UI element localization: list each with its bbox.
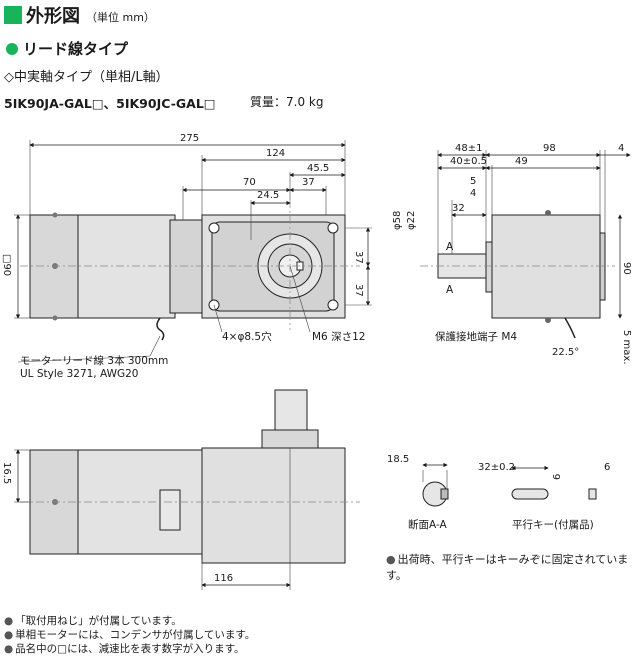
ground-terminal-icon: [545, 317, 551, 323]
side-shaft: [437, 253, 487, 279]
section-aa: 18.5 断面A-A: [387, 454, 449, 531]
section-a-bottom: A: [446, 284, 454, 296]
model-name: 5IK90JA-GAL□、5IK90JC-GAL□: [4, 96, 216, 111]
page-title: 外形図: [26, 6, 80, 27]
green-square-icon: [4, 6, 22, 24]
lead-wire-label-2: UL Style 3271, AWG20: [20, 368, 138, 380]
section-a-top: A: [446, 241, 454, 253]
dim-key-height: 6: [552, 474, 563, 480]
side-boss: [485, 241, 493, 293]
dim-key-length: 32±0.2: [478, 462, 515, 473]
dim-phi22: φ22: [406, 211, 417, 230]
lead-wire: [156, 317, 165, 341]
dim-37-b: 37: [353, 284, 364, 297]
note-item: 品名中の□には、減速比を表す数字が入ります。: [4, 642, 255, 656]
key-top-view: [511, 488, 549, 500]
dim-116: 116: [214, 573, 233, 584]
parallel-key: 32±0.2 6 6 平行キー(付属品): [478, 462, 610, 531]
m6-label: M6 深さ12: [312, 331, 365, 343]
dim-16-5: 16.5: [1, 462, 12, 484]
bottom-boss: [261, 429, 319, 449]
mount-hole-1: [208, 222, 220, 234]
dim-18-5: 18.5: [387, 454, 409, 465]
dim-angle: 22.5°: [552, 347, 579, 358]
dim-49: 49: [515, 156, 528, 167]
note-item: 「取付用ねじ」が付属しています。: [4, 614, 255, 628]
dim-37-top: 37: [302, 177, 315, 188]
motor-flange: [169, 219, 203, 314]
green-dot-icon: [6, 42, 18, 55]
dim-45-5: 45.5: [307, 163, 329, 174]
side-view: 48±1 40±0.5 98 4 49 5 4 32 90 φ58 φ22 A …: [392, 143, 632, 365]
key-label: 平行キー(付属品): [512, 518, 594, 531]
dim-124: 124: [266, 148, 285, 159]
subtitle: リード線タイプ: [6, 38, 128, 59]
dim-90: 90: [621, 262, 632, 275]
shaft-type: ◇中実軸タイプ（単相/L軸）: [4, 70, 169, 85]
dim-24-5: 24.5: [257, 190, 279, 201]
section-header: 外形図 （単位 mm）: [4, 4, 155, 27]
dim-4: 4: [470, 188, 476, 199]
dim-sq90: □90: [1, 254, 12, 276]
dim-key-width: 6: [604, 462, 610, 473]
dim-32: 32: [452, 203, 465, 214]
key-end-view: [588, 488, 597, 500]
key-section: [440, 488, 449, 500]
unit-label: （単位 mm）: [86, 11, 155, 24]
dim-37-a: 37: [353, 251, 364, 264]
subtitle-text: リード線タイプ: [23, 40, 129, 58]
section-label: 断面A-A: [408, 518, 448, 531]
holes-label: 4×φ8.5穴: [222, 330, 272, 343]
bottom-lead-box: [159, 489, 181, 531]
key-fixed-note: 出荷時、平行キーはキーみぞに固定されています。: [386, 551, 640, 583]
note-item: 単相モーターには、コンデンサが付属しています。: [4, 628, 255, 642]
dim-4-top: 4: [618, 143, 624, 154]
footnotes: 「取付用ねじ」が付属しています。 単相モーターには、コンデンサが付属しています。…: [4, 614, 255, 656]
dim-275: 275: [180, 133, 199, 144]
dim-98: 98: [543, 143, 556, 154]
bottom-view: 116 16.5: [1, 389, 360, 590]
mount-hole-4: [327, 299, 339, 311]
dim-40: 40±0.5: [450, 156, 487, 167]
dim-70: 70: [243, 177, 256, 188]
bottom-gearhead: [201, 447, 346, 564]
motor-body: [77, 214, 176, 319]
top-view: 275 124 45.5 70 37 24.5 37 37 □90 4×φ8.5…: [1, 133, 372, 380]
mount-hole-2: [327, 222, 339, 234]
dim-48: 48±1: [455, 143, 482, 154]
dim-5: 5: [470, 176, 476, 187]
dim-5max: 5 max.: [621, 330, 632, 365]
dim-phi58: φ58: [392, 211, 403, 230]
side-rear: [599, 232, 606, 301]
lead-wire-label-1: モーターリード線 3本 300mm: [20, 354, 168, 367]
mass: 質量：7.0 kg: [250, 95, 324, 109]
side-gearhead: [491, 214, 601, 319]
ground-label: 保護接地端子 M4: [435, 330, 517, 343]
